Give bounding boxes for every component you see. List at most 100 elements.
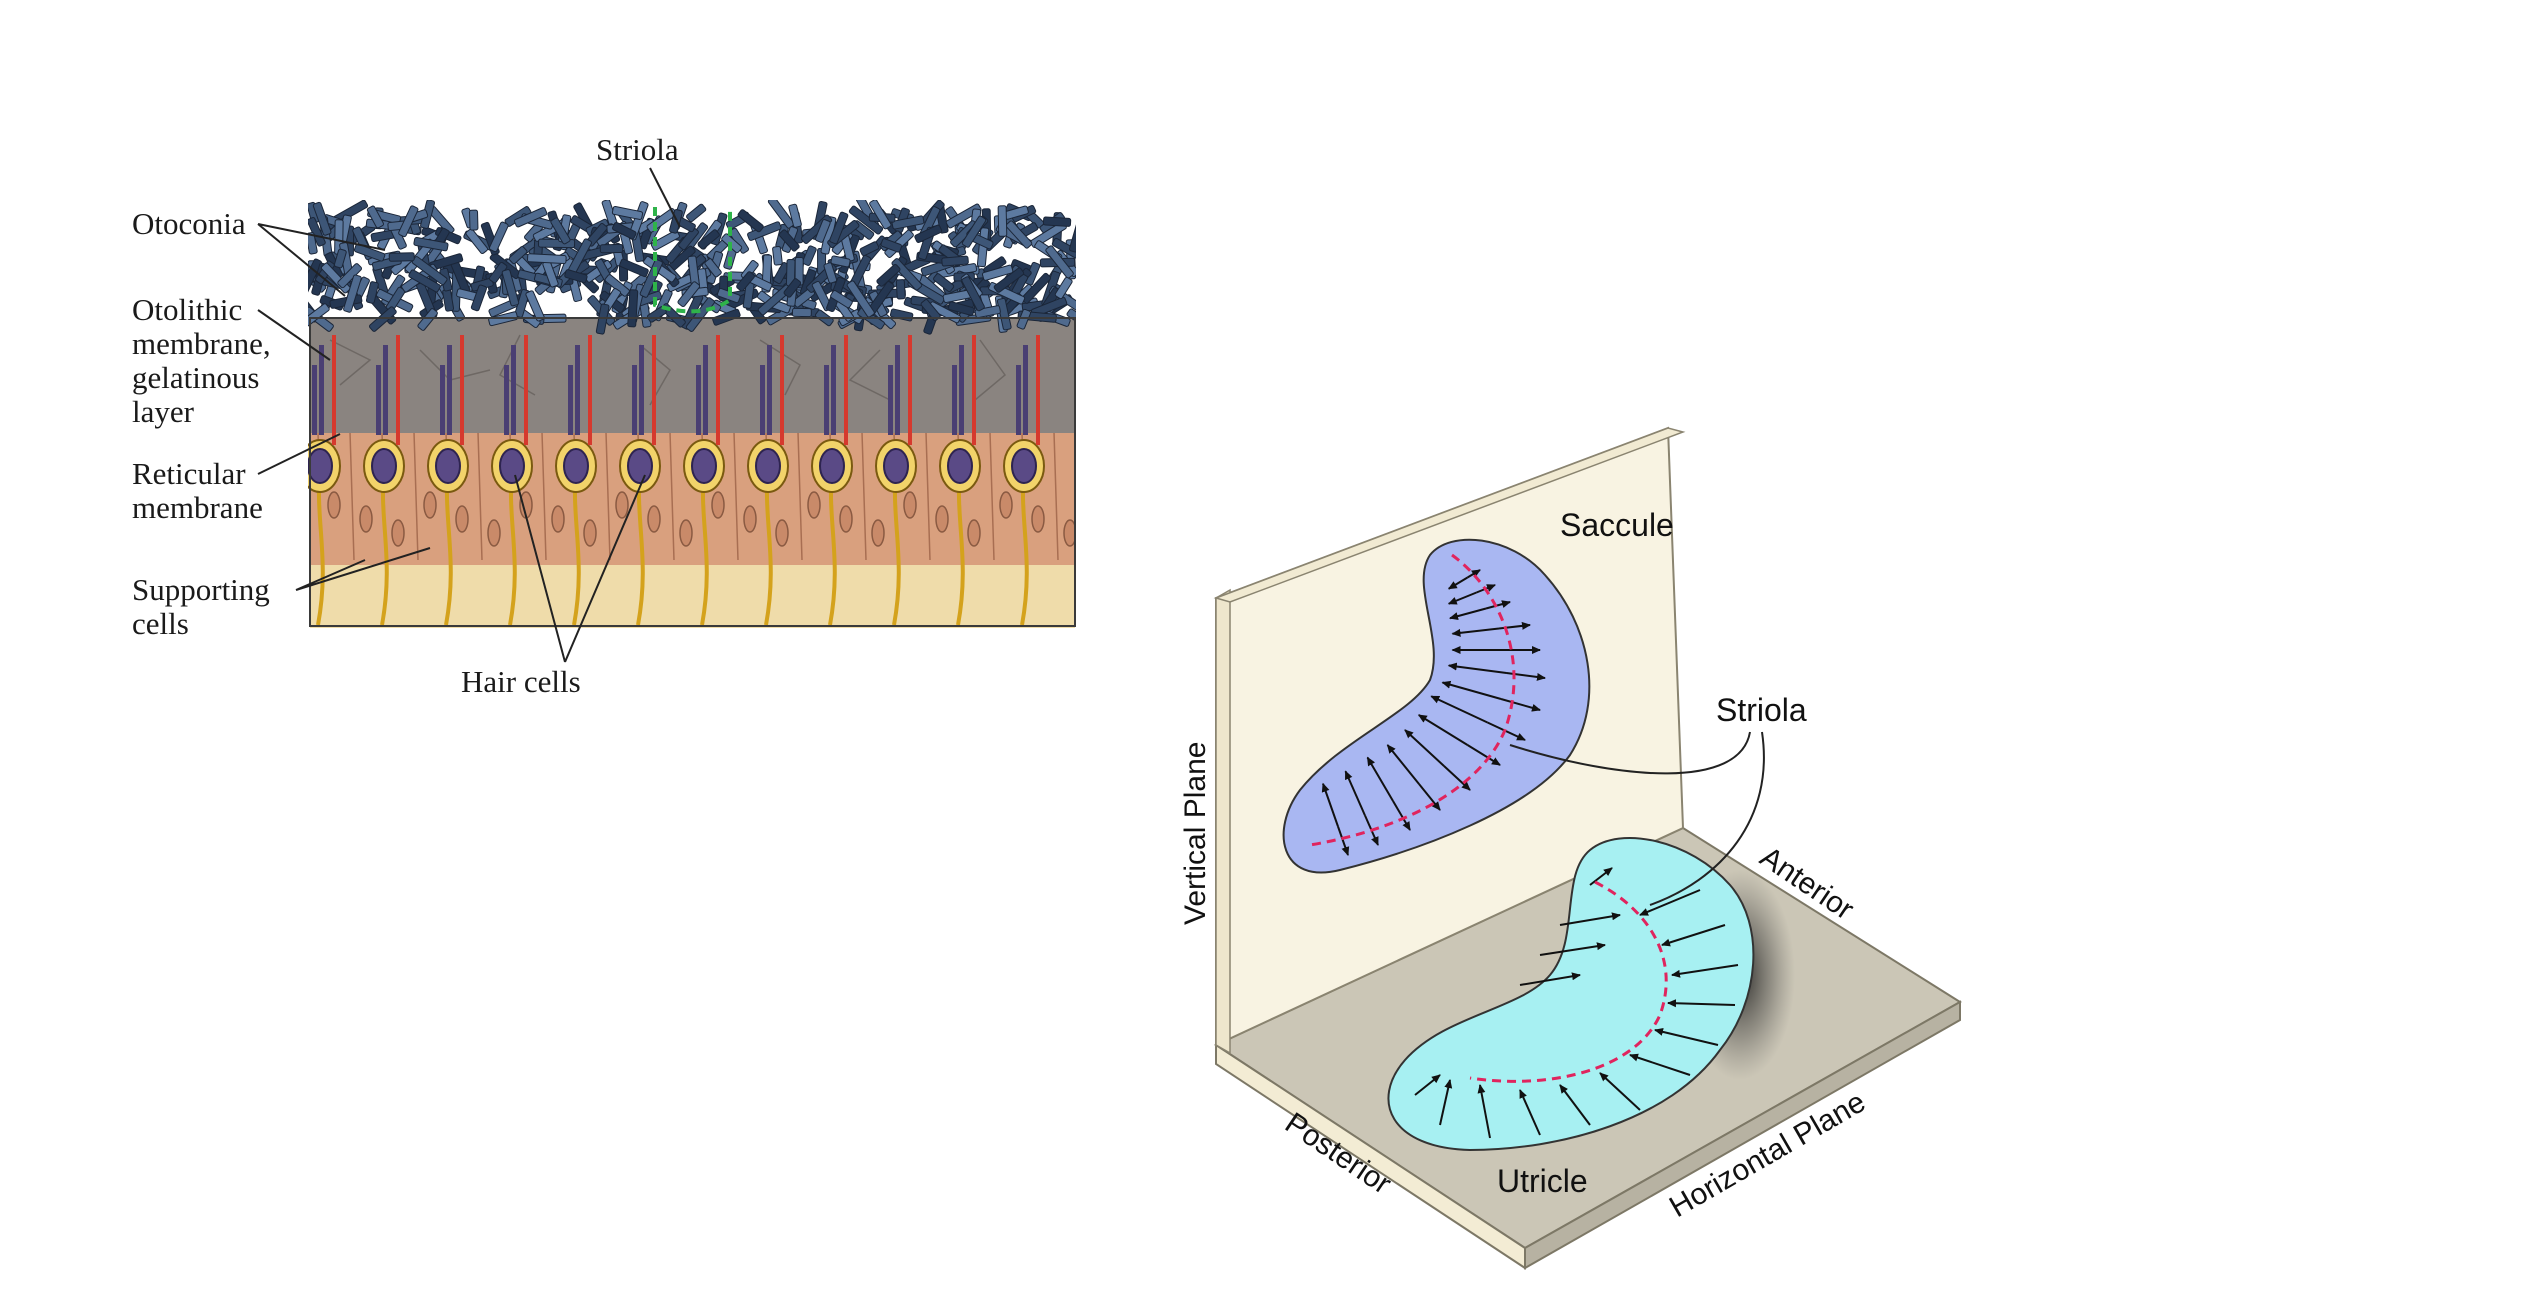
hair-cell-nucleus [1011, 448, 1037, 484]
saccule-hair-cell-polarity-arrows [1321, 569, 1546, 856]
label-striola-right: Striola [1716, 692, 1807, 728]
otoconium-crystal [830, 290, 853, 309]
polarity-arrow [1439, 1079, 1453, 1126]
utricle-hair-cell-polarity-arrows [1414, 867, 1739, 1139]
otoconium-crystal [527, 253, 567, 265]
leader-otolithic-membrane [257, 309, 331, 361]
polarity-arrow [1466, 569, 1481, 579]
kinocilium [1036, 335, 1040, 445]
polarity-arrow [1667, 999, 1736, 1008]
otoconia [308, 200, 1076, 335]
stereocilia [767, 345, 772, 435]
otoconium-crystal [778, 229, 800, 252]
otoconium-crystal [508, 246, 528, 265]
hair-cell-nucleus [627, 448, 653, 484]
kinocilium [652, 335, 656, 445]
hair-cell-nucleus [563, 448, 589, 484]
otoconium-crystal [1066, 308, 1076, 331]
otoconium-crystal [1045, 245, 1074, 279]
leader-reticular-membrane [257, 433, 341, 475]
otolith-cross-section: Striola Otoconia Otolithic membrane, gel… [132, 132, 1076, 699]
polarity-arrow [1441, 680, 1502, 700]
stereocilia [376, 365, 381, 435]
utricle-striola-line [1469, 880, 1668, 1083]
supporting-cell-nucleus [487, 519, 501, 547]
supporting-cell-boundary [349, 431, 355, 561]
polarity-arrow [1417, 714, 1469, 746]
otoconium-crystal [1042, 216, 1072, 227]
otoconium-crystal [815, 219, 831, 243]
supporting-cell-nucleus [711, 491, 725, 519]
otoconium-crystal [933, 273, 955, 293]
hair-cell-nucleus [883, 448, 909, 484]
label-reticular-membrane: Reticular membrane [132, 456, 263, 525]
supporting-cell-nucleus [871, 519, 885, 547]
otoconium-crystal [612, 222, 637, 240]
kinocilium [844, 335, 848, 445]
polarity-arrow [1430, 695, 1488, 724]
supporting-cell-boundary [605, 431, 611, 561]
polarity-arrow [1447, 662, 1507, 674]
stereocilia [312, 365, 317, 435]
otolithic-line-4: layer [132, 394, 195, 429]
stereocilia [888, 365, 893, 435]
kinocilium [396, 335, 400, 445]
utricle-macula [1387, 837, 1755, 1152]
otoconium-crystal [388, 252, 415, 262]
hair-cell-nucleus [691, 448, 717, 484]
supporting-cell-boundary [541, 431, 547, 561]
supporting-cell-nucleus [775, 519, 789, 547]
vertical-plane-edge [1215, 588, 1231, 1055]
otoconium-crystal [736, 271, 755, 292]
supporting-cell-nucleus [1063, 519, 1076, 547]
polarity-arrow [1639, 889, 1701, 916]
otoconium-crystal [859, 241, 880, 257]
hair-cell-nucleus [371, 448, 397, 484]
kinocilium [524, 335, 528, 445]
polarity-arrow [1449, 607, 1487, 621]
otoconium-crystal [830, 255, 851, 268]
hair-cell-nucleus [819, 448, 845, 484]
otoconium-crystal [627, 289, 639, 328]
leader-supporting-cells [295, 547, 431, 591]
saccule-striola-line [1309, 553, 1516, 847]
polarity-arrow [1447, 576, 1469, 590]
stereocilia [632, 365, 637, 435]
polarity-arrow [1500, 698, 1541, 712]
polarity-arrow [1559, 1084, 1591, 1126]
hair-cell-nucleus [499, 448, 525, 484]
otoconium-crystal [550, 217, 571, 245]
otoconium-crystal [312, 201, 332, 236]
polarity-arrow [1386, 744, 1420, 785]
otoconium-crystal [564, 269, 588, 284]
otoconium-crystal [891, 258, 923, 291]
tissue-block-outline [309, 317, 1076, 627]
label-striola-left: Striola [596, 132, 679, 167]
supporting-cell-nucleus [647, 505, 661, 533]
supporting-cell-nucleus [807, 491, 821, 519]
otoconium-crystal [501, 269, 520, 307]
stereocilia [447, 345, 452, 435]
polarity-arrow [1599, 1072, 1641, 1111]
otoconium-crystal [996, 297, 1012, 331]
reticular-line-1: Reticular [132, 456, 246, 491]
polarity-arrow [1629, 1053, 1691, 1076]
vertical-plane-base-edge [1215, 1043, 1526, 1270]
otoconium-crystal [308, 232, 318, 255]
supporting-cell-nucleus [615, 491, 629, 519]
stereocilia [959, 345, 964, 435]
stereocilia [1023, 345, 1028, 435]
otoconium-crystal [365, 281, 379, 304]
stereocilia [760, 365, 765, 435]
otoconium-crystal [974, 305, 1001, 319]
otoconium-crystal [369, 306, 397, 332]
polarity-arrow [1447, 591, 1477, 605]
supporting-cell-nucleus [551, 505, 565, 533]
label-utricle: Utricle [1497, 1163, 1588, 1199]
striola-outline [653, 207, 732, 314]
otoconium-crystal [993, 267, 1025, 293]
polarity-arrow [1404, 729, 1445, 767]
otolithic-membrane-gel-layer [310, 318, 1075, 433]
otoconium-crystal [513, 207, 548, 228]
